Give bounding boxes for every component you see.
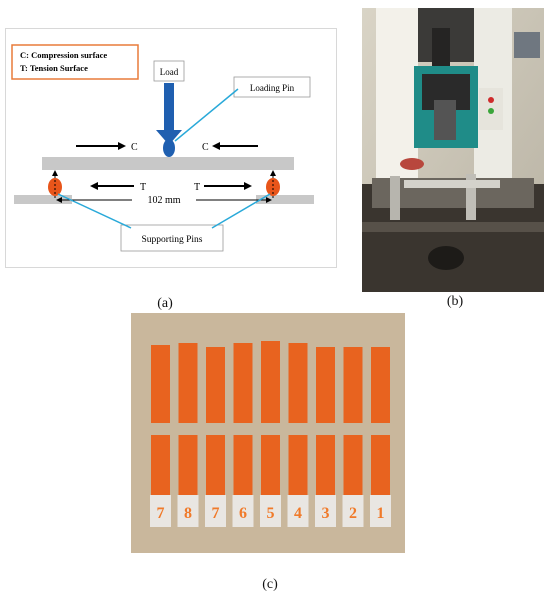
load-label-box <box>153 60 185 82</box>
loading-pin <box>163 139 175 157</box>
load-label: Load <box>160 67 179 77</box>
specimen-top-piece <box>151 345 170 423</box>
specimen-bottom-piece <box>316 435 335 495</box>
specimen-bottom-piece <box>178 435 198 495</box>
support-rail-left <box>14 195 72 204</box>
specimen-bottom-piece <box>151 435 170 495</box>
specimen-tag <box>177 495 199 527</box>
specimen-tag <box>342 495 364 527</box>
loading-pin-label: Loading Pin <box>250 83 295 93</box>
load-arrow-shaft <box>164 83 174 133</box>
loading-pin-label-box <box>233 76 311 98</box>
schematic-svg: C: Compression surface T: Tension Surfac… <box>11 44 314 252</box>
specimen-top-piece <box>206 347 225 423</box>
specimen-tag <box>370 495 391 527</box>
specimen-bottom-piece <box>206 435 225 495</box>
specimen-top-piece <box>371 347 390 423</box>
legend-tension: T: Tension Surface <box>20 63 88 73</box>
compression-label-right: C <box>202 142 209 153</box>
tension-label-right: T <box>194 182 200 193</box>
testing-machine-photo <box>362 8 544 292</box>
supporting-pins-label-box <box>120 224 224 252</box>
caption-b: (b) <box>446 294 464 309</box>
support-leader-left <box>57 193 132 229</box>
support-leader-right <box>211 193 271 229</box>
bending-test-schematic: C: Compression surface T: Tension Surfac… <box>5 28 337 268</box>
specimen-top-piece <box>316 347 335 423</box>
specimen-beam <box>42 157 294 170</box>
machine-photo-svg <box>362 8 544 292</box>
specimen-tag <box>205 495 226 527</box>
specimen-bottom-piece <box>371 435 390 495</box>
specimen-tag <box>287 495 309 527</box>
specimen-tag <box>315 495 336 527</box>
support-rail-right <box>256 195 314 204</box>
load-arrow-head <box>156 130 182 145</box>
specimen-number-label: 8 <box>184 505 192 522</box>
specimen-tag <box>232 495 254 527</box>
specimen-number-label: 1 <box>377 505 385 522</box>
span-label: 102 mm <box>147 195 180 206</box>
specimen-top-piece <box>288 343 308 423</box>
specimen-top-piece <box>343 347 363 423</box>
specimen-top-piece <box>261 341 280 423</box>
specimen-number-label: 4 <box>294 505 302 522</box>
fractured-specimens-photo: 7 8 7 6 5 4 3 2 1 <box>131 313 405 553</box>
machine-column-left <box>376 8 418 178</box>
specimen-bottom-piece <box>261 435 280 495</box>
caption-a: (a) <box>157 296 173 311</box>
specimen-bottom-piece <box>343 435 363 495</box>
loading-pin-leader <box>174 88 239 142</box>
supporting-pins-label: Supporting Pins <box>142 235 203 245</box>
specimen-tag <box>260 495 281 527</box>
specimen-number-label: 7 <box>212 505 220 522</box>
specimen-top-piece <box>233 343 253 423</box>
legend-compression: C: Compression surface <box>20 50 107 60</box>
specimen-bottom-piece <box>233 435 253 495</box>
compression-label-left: C <box>131 142 138 153</box>
specimen-bottom-piece <box>288 435 308 495</box>
specimen-number-label: 7 <box>157 505 165 522</box>
support-pin-right <box>266 178 280 196</box>
specimen-top-piece <box>178 343 198 423</box>
tension-label-left: T <box>140 182 146 193</box>
support-pin-left <box>48 178 62 196</box>
specimens-svg: 7 8 7 6 5 4 3 2 1 <box>131 313 405 553</box>
caption-c: (c) <box>262 577 278 592</box>
legend-box <box>11 44 139 80</box>
specimen-number-label: 3 <box>322 505 330 522</box>
specimen-number-label: 5 <box>267 505 275 522</box>
specimen-number-label: 6 <box>239 505 247 522</box>
specimen-number-label: 2 <box>349 505 357 522</box>
specimen-tag <box>150 495 171 527</box>
